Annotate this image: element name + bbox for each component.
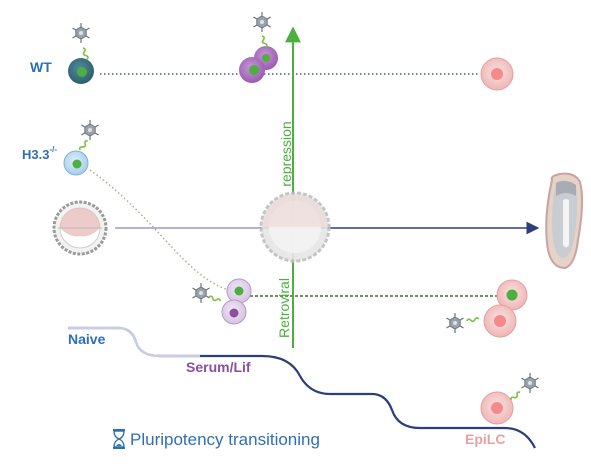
retroviral-label: Retroviral <box>276 278 292 338</box>
serum-lif-label: Serum/Lif <box>186 359 251 375</box>
h33-serum-cells-icon <box>191 278 252 325</box>
h33-label: H3.3-/- <box>22 145 58 162</box>
naive-label: Naive <box>68 331 106 347</box>
epilc-cell-bottom-icon <box>480 372 540 425</box>
epilc-label: EpiLC <box>465 431 506 447</box>
pluripotency-footer-text: Pluripotency transitioning <box>130 429 320 449</box>
blastocyst-icon <box>52 200 108 256</box>
h33-label-base: H3.3 <box>22 147 50 162</box>
wt-label: WT <box>30 59 52 75</box>
egg-cylinder-icon <box>545 172 584 270</box>
pluripotency-footer: Pluripotency transitioning <box>112 429 320 449</box>
h33-trajectory-curve <box>89 169 236 293</box>
h33-label-sup: -/- <box>49 145 58 154</box>
repression-label: repression <box>278 121 294 187</box>
central-embryo-icon <box>259 191 331 263</box>
hourglass-icon <box>113 429 125 449</box>
wt-serum-cells-icon <box>239 11 278 83</box>
h33-naive-cell-icon <box>63 119 100 176</box>
wt-epilc-cell-icon <box>480 57 514 91</box>
wt-naive-cell-icon <box>68 22 94 84</box>
h33-epilc-cells-icon <box>445 279 528 338</box>
